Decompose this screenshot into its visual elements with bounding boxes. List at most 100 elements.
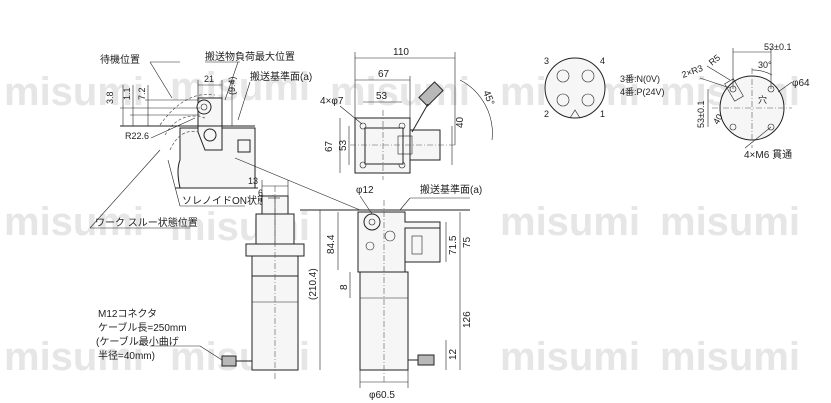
pin-label-4: 4: [600, 56, 605, 66]
cable-length-label: ケーブル長=250mm: [98, 321, 187, 334]
pin-label-2: 2: [544, 109, 549, 119]
min-bend-label: (ケーブル最小曲げ: [96, 335, 179, 348]
dim-phi60-5: φ60.5: [369, 390, 395, 401]
pin-4: [581, 69, 595, 83]
leader-r5: [706, 65, 731, 81]
leader-phi12: [359, 195, 373, 215]
leader-work: [89, 149, 161, 229]
dim-53-tol-v: 53±0.1: [696, 101, 706, 128]
dim-4xphi7: 4×φ7: [320, 96, 344, 107]
connector-face: [544, 57, 606, 119]
watermark: misumi: [4, 200, 144, 244]
head-top: [364, 127, 404, 165]
bend-radius-label: 半径=40mm): [98, 349, 155, 362]
body-contour: [177, 159, 181, 189]
dim-71-5: 71.5: [448, 235, 459, 255]
connector-top: [418, 81, 444, 107]
watermark: misumi: [170, 65, 310, 109]
side-view: φ12 搬送基準面(a) 84.4 (210.4) 8 71.5 75 126 …: [234, 157, 482, 401]
dim-75: 75: [462, 236, 473, 248]
dim-4xm6: 4×M6 貫通: [744, 149, 792, 161]
dim-21: 21: [204, 74, 214, 84]
leader-r3: [699, 77, 731, 89]
leader-max: [224, 61, 239, 101]
mount-hole: [359, 122, 367, 130]
leader-ref: [237, 81, 251, 121]
dim-110: 110: [393, 47, 409, 58]
dim-126: 126: [462, 311, 473, 328]
dim-phi12: φ12: [356, 185, 374, 196]
m6-hole: [767, 123, 775, 131]
angle-arc-30: [751, 69, 773, 76]
dim-r22-6: R22.6: [125, 131, 149, 141]
slot: [724, 78, 744, 102]
watermark: misumi: [660, 335, 800, 379]
connector-pin-view: 3 4 2 1 3番:N(0V) 4番:P(24V): [544, 56, 665, 119]
work-through-label: ワーク スルー状態位置: [95, 216, 198, 229]
m12-label: M12コネクタ: [98, 308, 157, 320]
leader-holes: [339, 105, 363, 125]
dim-phi64: φ64: [792, 78, 810, 89]
leader-solenoid: [167, 159, 181, 207]
watermark: misumi: [660, 200, 800, 244]
front-view: 13 6 M12コネクタ ケーブル長=250mm (ケーブル最小曲げ 半径=40…: [96, 176, 305, 380]
m6-hole: [729, 123, 737, 131]
hole-mark: 穴: [758, 94, 767, 105]
mount-hole: [359, 161, 367, 169]
dim-3-8: 3.8: [105, 91, 115, 104]
pin-3: [556, 69, 570, 83]
dim-r5: R5: [707, 52, 722, 67]
pin-1: [581, 93, 595, 107]
dim-40: 40: [455, 116, 466, 128]
position-detail-view: 待機位置 搬送物負荷最大位置 搬送基準面(a) 3.8 1.1 7.2 21 (…: [89, 50, 312, 229]
dim-53: 53: [376, 91, 388, 102]
pin-2: [556, 93, 570, 107]
leader-ref: [399, 197, 411, 211]
ref-face-label: 搬送基準面(a): [250, 70, 312, 83]
leader-to-detail: [234, 157, 361, 211]
ref-face-label: 搬送基準面(a): [420, 183, 482, 196]
dim-6: 6: [258, 188, 263, 198]
dim-1-1: 1.1: [122, 87, 132, 100]
pivot-pin: [203, 128, 217, 142]
watermark: misumi: [330, 70, 470, 114]
dim-13: 13: [248, 176, 258, 186]
slot: [411, 235, 423, 255]
roller: [196, 99, 212, 115]
dim-53v: 53: [338, 139, 349, 151]
dim-7-2: 7.2: [137, 87, 147, 100]
pin3-desc: 3番:N(0V): [620, 73, 660, 84]
solenoid-on-label: ソレノイドON状態位置: [182, 194, 287, 207]
dim-9-4: (9.4): [227, 76, 237, 95]
key-notch: [569, 109, 581, 119]
sensor-block: [237, 139, 251, 153]
solenoid-box: [404, 227, 441, 263]
angle-arc-45: [459, 79, 493, 141]
pin4-desc: 4番:P(24V): [620, 86, 665, 97]
dim-67: 67: [378, 69, 390, 80]
dim-angle-30: 30°: [758, 60, 772, 70]
max-load-label: 搬送物負荷最大位置: [205, 50, 295, 63]
dim-12: 12: [448, 348, 459, 360]
m12-connector: [221, 355, 237, 367]
dim-84-4: 84.4: [326, 234, 337, 254]
leader-m12: [199, 345, 223, 361]
pin-label-1: 1: [600, 109, 605, 119]
watermark: misumi: [500, 200, 640, 244]
flange-view: 53±0.1 53±0.1 30° R5 2×R3 40 穴 φ64 4×M6 …: [680, 42, 810, 161]
m12-connector: [417, 354, 435, 366]
roller: [363, 213, 381, 231]
watermark: misumi: [4, 70, 144, 114]
pin-label-3: 3: [544, 56, 549, 66]
dim-67v: 67: [324, 140, 335, 152]
flange-circle: [719, 75, 785, 141]
watermark: misumi: [500, 335, 640, 379]
leader-m6: [744, 126, 772, 149]
watermark: misumi: [4, 335, 144, 379]
dim-angle-45: 45°: [480, 89, 496, 107]
roller-hub: [368, 218, 376, 226]
top-view: 110 67 53 4×φ7 67 53 40 45°: [320, 47, 496, 180]
radius-leader: [150, 117, 196, 139]
dim-40: 40: [711, 112, 725, 126]
